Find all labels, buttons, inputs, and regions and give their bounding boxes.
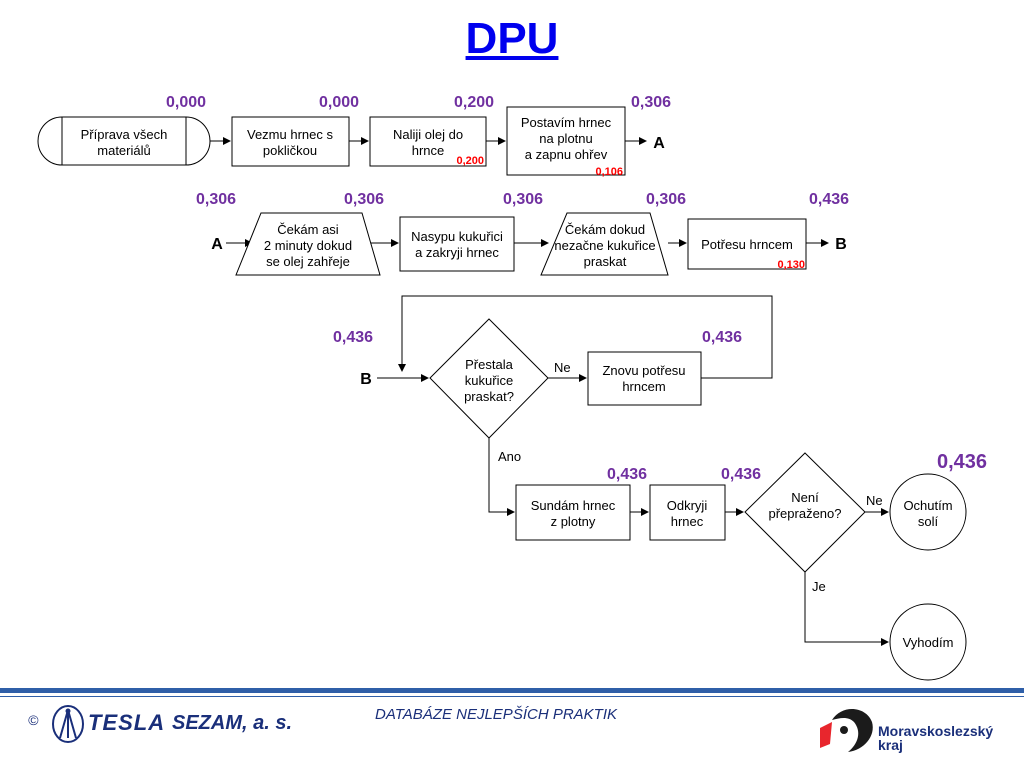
region-logo-icon	[820, 708, 873, 752]
page-title: DPU	[465, 14, 559, 63]
value-label: 0,436	[721, 466, 761, 483]
sub-value: 0,200	[456, 155, 484, 167]
footer-divider-thin	[0, 696, 1024, 697]
process-box-b4	[506, 106, 626, 176]
connector-b-in: B	[360, 371, 372, 388]
value-label: 0,436	[607, 466, 647, 483]
branch-label-ne: Ne	[554, 360, 571, 375]
arrow-b13-b15	[804, 572, 889, 646]
footer-divider	[0, 688, 1024, 693]
connector-a-in: A	[211, 236, 223, 253]
value-label: 0,436	[809, 191, 849, 208]
process-box-b2	[231, 116, 350, 167]
sub-value: 0,106	[595, 166, 623, 178]
arrow-b9-b11	[488, 438, 515, 516]
box-text: Potřesu hrncem	[701, 237, 793, 252]
value-label-final: 0,436	[937, 451, 987, 473]
process-box-b8	[687, 218, 807, 270]
region-name-line: kraj	[878, 737, 903, 753]
manual-op-b7	[540, 212, 669, 276]
process-box-b11	[515, 484, 631, 541]
database-title: DATABÁZE NEJLEPŠÍCH PRAKTIK	[375, 706, 617, 723]
manual-op-b5	[235, 212, 381, 276]
value-label: 0,000	[319, 94, 359, 111]
process-box-b10	[587, 351, 702, 406]
end-circle-b14	[889, 473, 967, 551]
process-box-b12	[649, 484, 726, 541]
value-label: 0,436	[702, 329, 742, 346]
connector-a-out: A	[653, 135, 665, 152]
connector-b-out: B	[835, 236, 847, 253]
value-label: 0,306	[196, 191, 236, 208]
value-label: 0,436	[333, 329, 373, 346]
branch-label-ano: Ano	[498, 449, 521, 464]
connector-lines	[210, 137, 889, 646]
company-name: SEZAM, a. s.	[172, 712, 293, 734]
sub-value: 0,130	[777, 259, 805, 271]
process-box-b6	[399, 216, 515, 272]
region-name-line: Moravskoslezský	[878, 723, 994, 739]
region-name: Moravskoslezský kraj	[878, 724, 993, 752]
value-label: 0,306	[344, 191, 384, 208]
box-text: Vyhodím	[903, 635, 954, 650]
process-box-b3	[369, 116, 487, 167]
value-label: 0,306	[646, 191, 686, 208]
value-label: 0,306	[503, 191, 543, 208]
value-label: 0,000	[166, 94, 206, 111]
arrow-loop-back	[398, 295, 773, 379]
branch-label-ne: Ne	[866, 493, 883, 508]
end-circle-b15	[889, 603, 967, 681]
value-label: 0,306	[631, 94, 671, 111]
branch-label-je: Je	[812, 579, 826, 594]
decision-b13	[744, 452, 866, 573]
value-label: 0,200	[454, 94, 494, 111]
copyright-symbol: ©	[28, 712, 39, 728]
tesla-brand: TESLA	[88, 710, 166, 735]
decision-b9	[429, 318, 549, 439]
tesla-logo-icon	[52, 705, 84, 743]
